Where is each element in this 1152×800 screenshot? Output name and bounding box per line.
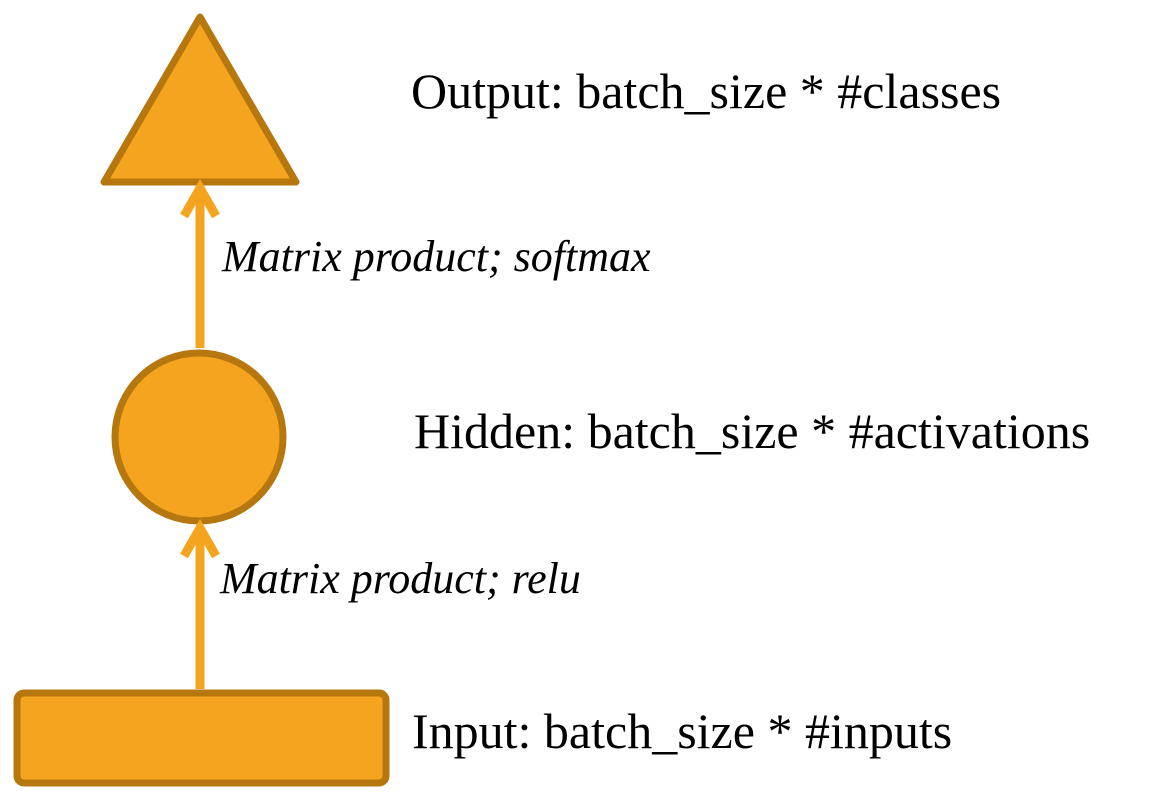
hidden-circle-node xyxy=(111,349,287,525)
input-rect-node xyxy=(13,689,390,787)
input-node-label: Input: batch_size * #inputs xyxy=(412,703,953,759)
output-node-label: Output: batch_size * #classes xyxy=(411,63,1002,119)
softmax-edge-label: Matrix product; softmax xyxy=(222,232,651,281)
softmax-arrow xyxy=(180,178,220,348)
hidden-node-label: Hidden: batch_size * #activations xyxy=(414,403,1091,459)
relu-edge-label: Matrix product; relu xyxy=(220,554,581,603)
relu-arrow xyxy=(180,518,220,689)
output-triangle-node xyxy=(100,13,300,186)
